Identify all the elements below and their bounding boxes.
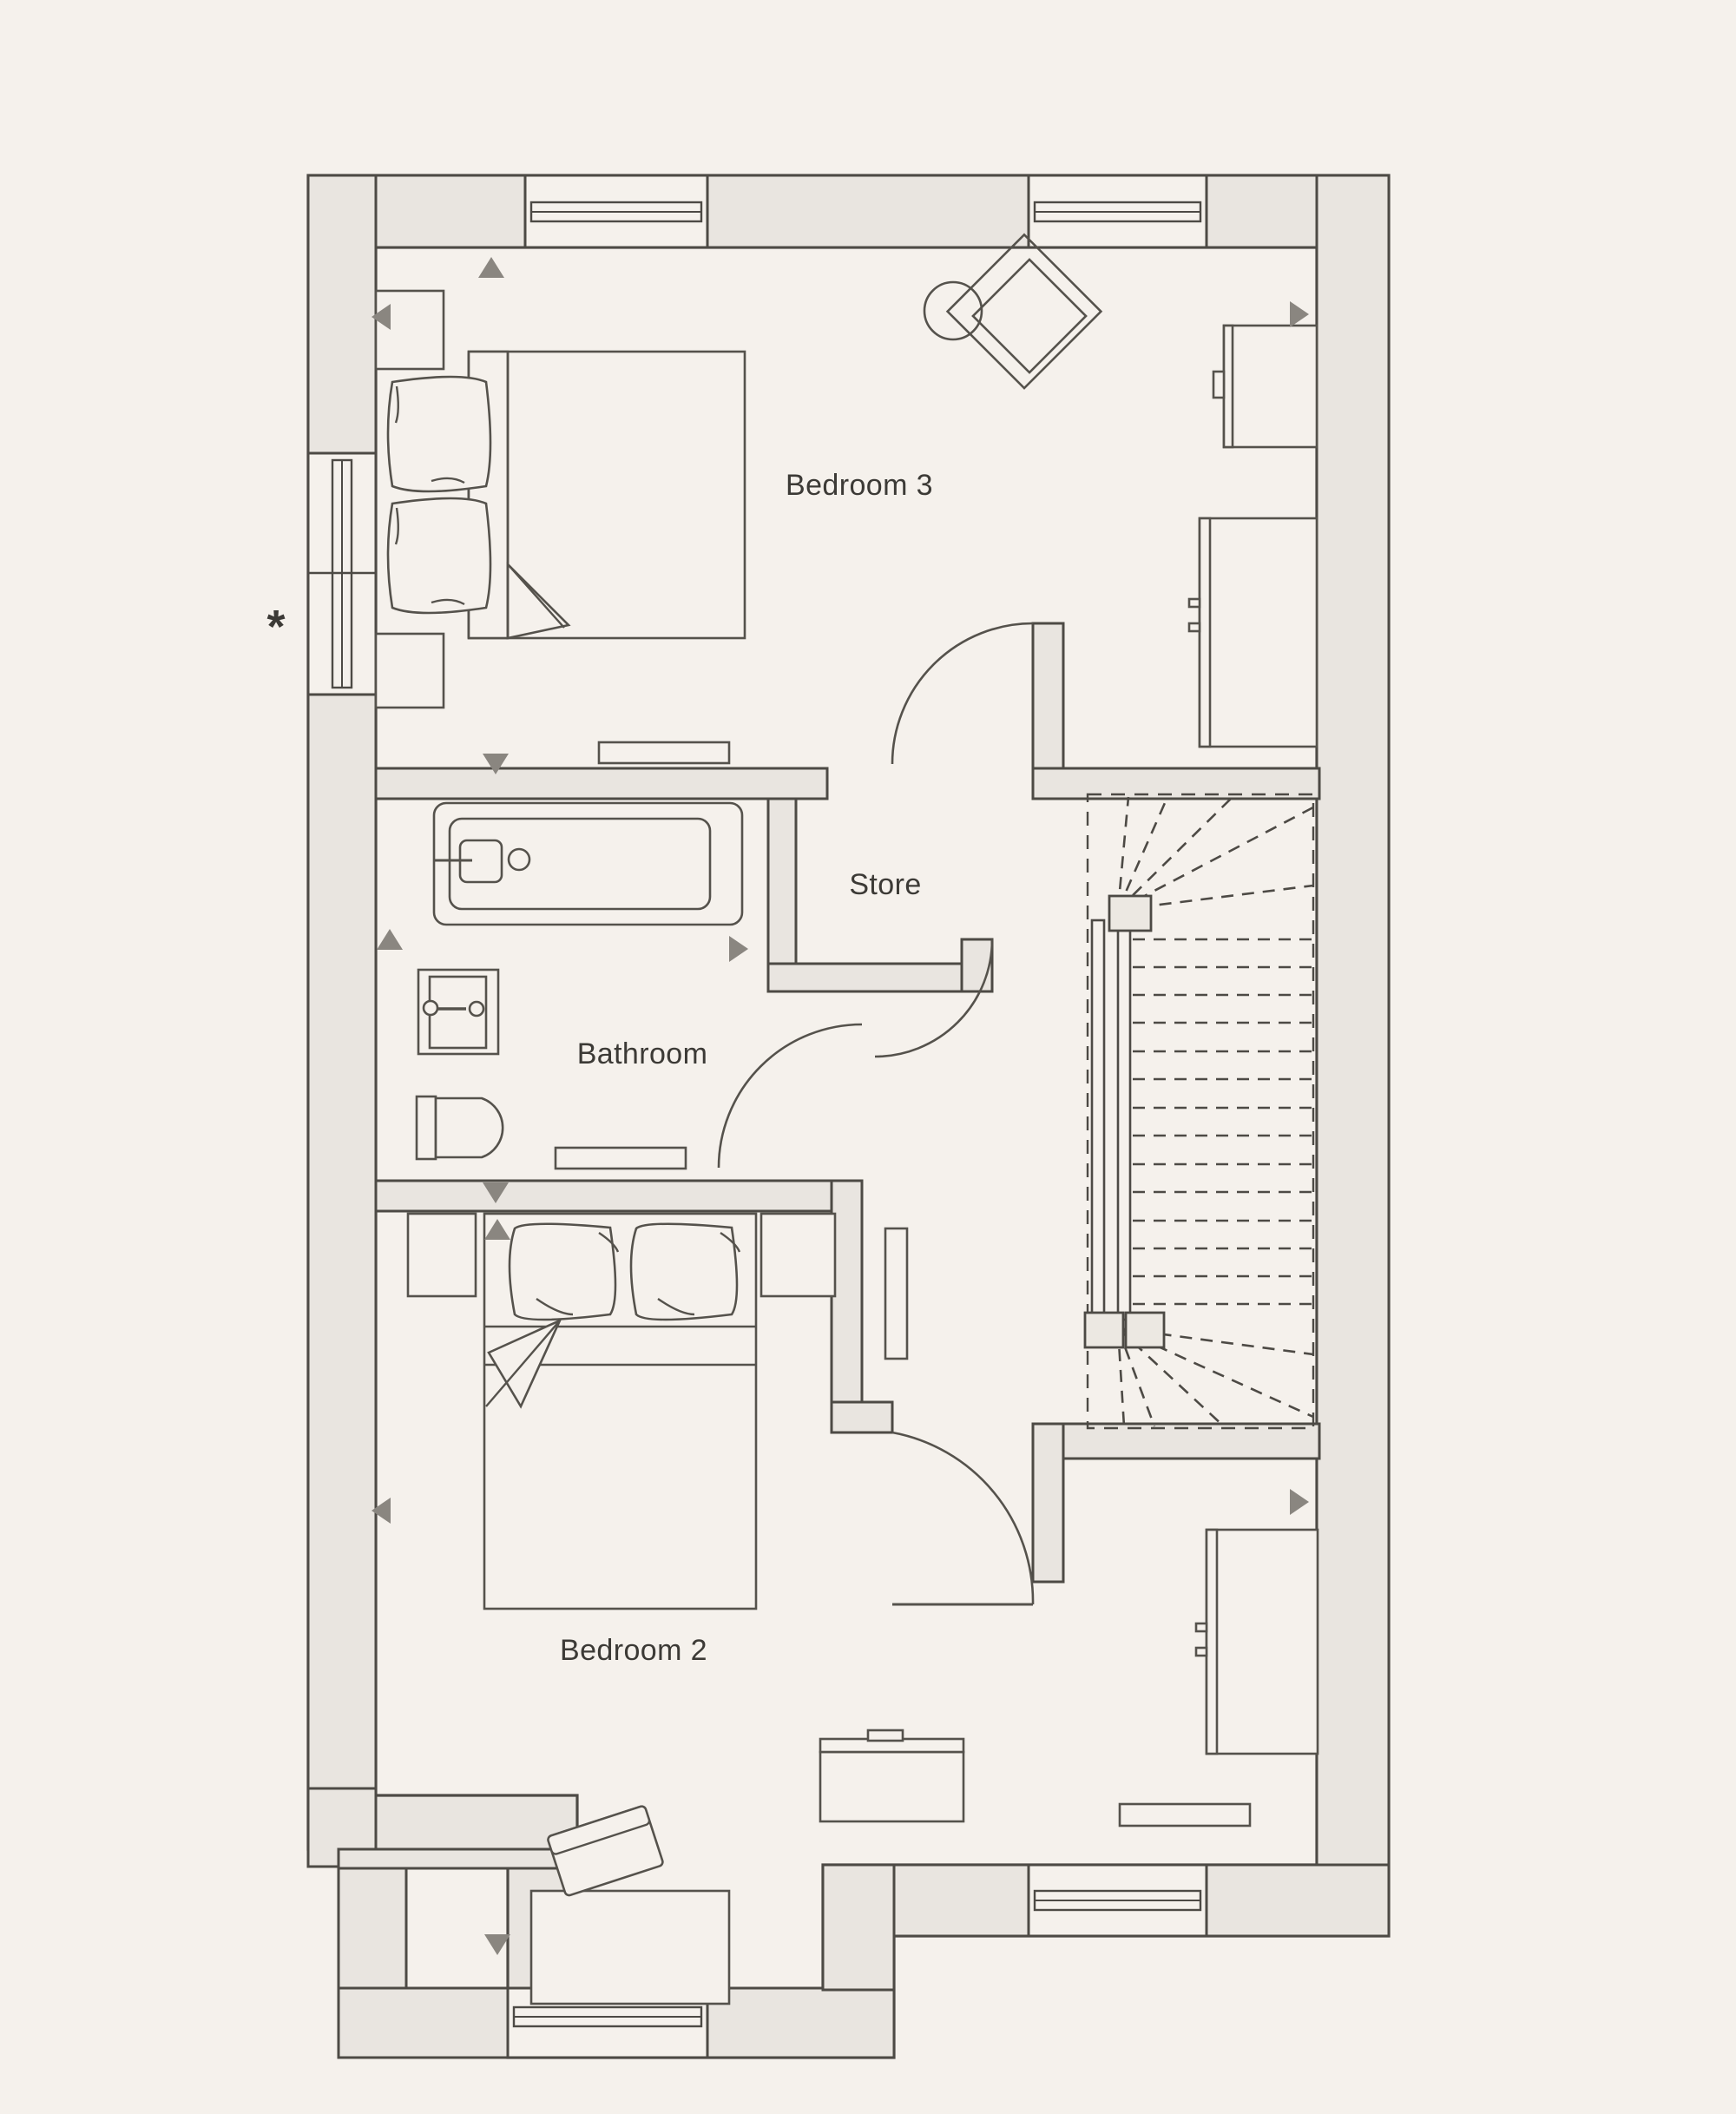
wall-store-right-stub [960, 938, 994, 993]
basin-plughole [468, 1000, 485, 1017]
bedside-table-b2-right [760, 1212, 837, 1298]
marker-b2-top [484, 1219, 510, 1240]
window-top-right [1027, 174, 1208, 249]
room-label-store: Store [849, 868, 921, 901]
wall-left-upper [306, 174, 378, 455]
wardrobe-b3-lower-handle-a [1187, 597, 1201, 609]
newel-post-bottom-right [1124, 1311, 1166, 1349]
window-left-tall [306, 451, 378, 696]
room-label-bedroom3: Bedroom 3 [786, 469, 933, 502]
marker-bath-right [729, 936, 748, 962]
bath-plughole [507, 847, 531, 872]
wardrobe-b3-lower [1198, 517, 1318, 748]
wall-left-lower [306, 693, 378, 1851]
bedside-table-b3-bottom [374, 632, 445, 709]
wall-store-left [766, 797, 798, 993]
marker-bath-bottom [483, 1182, 509, 1203]
wall-top [306, 174, 1391, 249]
desk-chair-b2 [547, 1805, 664, 1897]
interior-walls [374, 622, 1321, 1584]
pillow-b3-bottom [386, 497, 492, 615]
wall-b2-right-upper [1031, 1422, 1065, 1584]
chest-of-drawers-b2 [819, 1750, 965, 1823]
room-label-bedroom2: Bedroom 2 [560, 1634, 707, 1667]
staircase [1083, 793, 1315, 1430]
stair-well-outline [1086, 793, 1315, 1430]
wardrobe-b2-door [1205, 1528, 1219, 1755]
bathroom-fixtures [415, 801, 744, 1170]
wardrobe-b3-upper-door [1222, 324, 1234, 449]
wardrobe-b2 [1205, 1528, 1319, 1755]
side-table-round-b3 [923, 280, 983, 341]
radiator-b2-right [884, 1227, 909, 1360]
wall-landing-bottom [1031, 1422, 1321, 1460]
radiator-bathroom [554, 1146, 687, 1170]
door-bedroom2-arc [891, 1431, 1035, 1605]
direction-markers [372, 257, 1309, 1955]
wall-step-2 [337, 1847, 583, 1870]
bedside-table-b2-left [406, 1212, 477, 1298]
newel-posts [1083, 894, 1166, 1349]
handrail [1090, 919, 1132, 1321]
door-store-arc [874, 938, 994, 1058]
bedroom3-seating [923, 233, 1103, 390]
wall-bottom-vertical [821, 1863, 896, 1992]
basin-tap [422, 999, 439, 1017]
doors [717, 622, 1035, 1606]
pillow-b2-left [508, 1222, 617, 1321]
wardrobe-b2-handle-a [1194, 1622, 1208, 1633]
armchair-b3-outer [945, 233, 1103, 390]
bedroom3-furniture [374, 289, 746, 709]
wall-bath-b2 [374, 1179, 864, 1213]
radiator-b3 [597, 741, 731, 765]
room-label-bathroom: Bathroom [577, 1037, 708, 1070]
marker-b3-bottom [483, 754, 509, 774]
newel-post-bottom-left [1083, 1311, 1125, 1349]
bedroom2-extras [529, 1227, 1319, 2005]
wardrobe-b2-handle-b [1194, 1646, 1208, 1657]
wall-store-bottom [766, 962, 994, 993]
marker-b2-bottom [484, 1934, 510, 1955]
wardrobe-b3-lower-handle-b [1187, 622, 1201, 633]
window-bottom-right [1027, 1863, 1208, 1938]
wardrobe-b3-upper [1222, 324, 1318, 449]
marker-b3-right [1290, 301, 1309, 327]
wc-pan [434, 1097, 504, 1159]
bedroom3-wardrobes [1187, 324, 1318, 748]
bedside-table-b3-top [374, 289, 445, 371]
marker-bath-top [377, 929, 403, 950]
marker-b2-right [1290, 1489, 1309, 1515]
newel-post-top [1108, 894, 1153, 932]
desk-b2 [529, 1889, 731, 2005]
door-bedroom3-arc [891, 622, 1034, 765]
wall-right [1315, 174, 1391, 1938]
wall-b2-landing-stub [830, 1400, 894, 1434]
exterior-walls [306, 174, 1391, 2059]
pillow-b3-top [386, 375, 492, 493]
wardrobe-b3-upper-handle [1212, 370, 1226, 399]
chest-of-drawers-handle [866, 1729, 904, 1742]
wall-landing-top [1031, 767, 1321, 800]
marker-b3-top [478, 257, 504, 278]
door-bathroom-arc [717, 1023, 863, 1169]
armchair-b3-inner [971, 258, 1088, 374]
asterisk-annotation: * [266, 601, 285, 653]
wall-b3-bath [374, 767, 829, 800]
marker-b2-left [372, 1498, 391, 1524]
marker-b3-left [372, 304, 391, 330]
wardrobe-b3-lower-door [1198, 517, 1212, 748]
wall-b2-landing-vert [830, 1179, 864, 1434]
bedroom2-furniture [406, 1212, 837, 1610]
window-top-left [523, 174, 709, 249]
radiator-b2-lower [1118, 1802, 1252, 1828]
pillow-b2-right [629, 1222, 739, 1321]
stair-treads [1133, 938, 1313, 1306]
stair-winders-top [1116, 796, 1314, 912]
wc-cistern [415, 1095, 437, 1161]
bath-inner [448, 817, 712, 911]
